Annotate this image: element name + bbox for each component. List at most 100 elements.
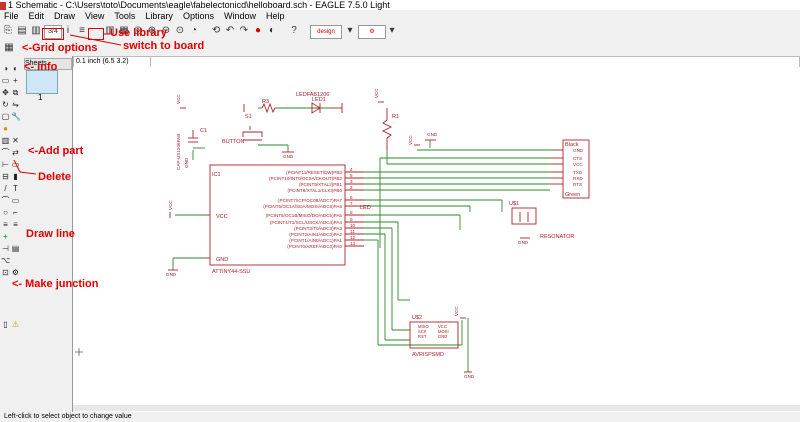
save-icon[interactable]: ▤ [17, 25, 27, 36]
options-icon[interactable]: ⚙ [11, 268, 20, 277]
chevron-down-icon[interactable]: ▾ [347, 25, 353, 36]
svg-text:12: 12 [350, 235, 356, 240]
svg-text:2: 2 [350, 185, 353, 190]
svg-text:TXD: TXD [573, 170, 583, 175]
label-icon[interactable]: ⊟ [2, 172, 9, 181]
ripup-icon[interactable]: ▭ [11, 160, 20, 169]
sheet-thumbnail[interactable] [26, 70, 58, 94]
svg-text:(PCINT10/INT0/OC0A/CKOUT)PB2: (PCINT10/INT0/OC0A/CKOUT)PB2 [269, 176, 342, 181]
add-part-icon[interactable]: ▥ [1, 136, 10, 145]
errors-icon[interactable]: ⊡ [2, 268, 9, 277]
undo-icon[interactable]: ↶ [225, 25, 235, 36]
menu-help[interactable]: Help [265, 11, 285, 21]
zoom-select-icon[interactable]: ⊙ [175, 25, 185, 36]
info-icon[interactable]: ◑ [3, 64, 8, 73]
script-icon[interactable]: i [66, 25, 70, 36]
grid-icon[interactable]: ▦ [4, 42, 14, 53]
go-icon[interactable]: ◐ [268, 25, 276, 36]
chevron-down-icon[interactable]: ▾ [389, 25, 395, 36]
gateswap-icon[interactable]: ⇄ [12, 148, 19, 157]
resonator-u1[interactable] [511, 207, 537, 225]
button-s1[interactable] [242, 131, 263, 137]
button-label: BUTTON [222, 139, 245, 145]
show-icon[interactable]: ◐ [13, 64, 18, 73]
redraw-icon[interactable]: ⟲ [211, 25, 221, 36]
open-icon[interactable]: ⎘ [4, 25, 12, 36]
display-icon[interactable]: ▭ [1, 76, 10, 85]
zoom-in-icon[interactable]: ⊕ [147, 25, 157, 36]
menu-options[interactable]: Options [182, 11, 214, 21]
resistor-r3[interactable] [261, 102, 276, 114]
origin-mark [75, 348, 83, 356]
svg-text:VCC: VCC [408, 135, 413, 145]
text-icon[interactable]: T [13, 184, 18, 193]
design-link-icon[interactable]: design [310, 25, 342, 39]
menu-library[interactable]: Library [145, 11, 173, 21]
cam-icon[interactable]: ⚙ [358, 25, 386, 39]
redo-icon[interactable]: ↷ [239, 25, 249, 36]
invoke-icon[interactable]: ⌒ [1, 148, 10, 157]
led1-symbol[interactable] [311, 102, 321, 114]
zoom-box-icon[interactable]: ◔ [190, 25, 198, 36]
menu-window[interactable]: Window [223, 11, 256, 21]
rotate-icon[interactable]: ↻ [2, 100, 9, 109]
copy-icon[interactable]: ⧉ [12, 88, 19, 97]
erc-icon[interactable]: ⊣ [2, 244, 9, 253]
svg-text:VCC: VCC [573, 162, 583, 167]
split-icon[interactable]: ⊢ [2, 160, 9, 169]
junction-icon[interactable]: + [3, 232, 8, 241]
help-icon[interactable]: ? [291, 25, 297, 36]
led-name-label: LED1 [312, 97, 326, 103]
stop-icon[interactable]: ● [254, 25, 262, 36]
attribute-icon[interactable]: ▮ [13, 172, 18, 181]
menu-edit[interactable]: Edit [28, 11, 45, 21]
resistor-r1[interactable] [381, 119, 393, 139]
avrisp-header[interactable] [409, 321, 459, 349]
sheet-number: 1 [38, 93, 43, 102]
app-icon [0, 1, 6, 10]
rect-icon[interactable]: ▭ [11, 196, 20, 205]
svg-text:(PCINT11/RESET/DW)PB3: (PCINT11/RESET/DW)PB3 [286, 170, 342, 175]
menu-view[interactable]: View [85, 11, 105, 21]
ftdi-header[interactable] [562, 139, 590, 199]
change-icon[interactable]: 🔧 [11, 112, 21, 121]
draw-line-icon[interactable]: / [4, 184, 7, 193]
ic1-pin-numbers: 4 5 3 2 6 7 8 9 10 11 12 13 [350, 167, 356, 246]
svg-text:8: 8 [350, 210, 353, 215]
ercx-icon[interactable]: ⌥ [1, 256, 11, 265]
schematic-canvas[interactable]: IC1 ATTINY44-SSU VCC GND R3 LEDFAB1206 L… [73, 60, 800, 407]
zoom-fit-icon[interactable]: ◎ [133, 25, 143, 36]
board-switch-icon[interactable]: ▦ [119, 25, 129, 36]
svg-text:GND: GND [464, 374, 475, 379]
horizontal-scrollbar[interactable] [73, 405, 800, 411]
svg-text:(PCINT6/OC1A/SDA/MOSI/ADC6)PA6: (PCINT6/OC1A/SDA/MOSI/ADC6)PA6 [263, 204, 342, 209]
annotation-draw-line: Draw line [26, 228, 75, 240]
menu-tools[interactable]: Tools [114, 11, 136, 21]
print-icon[interactable]: ▥ [31, 25, 41, 36]
delete-icon[interactable]: ✕ [12, 136, 19, 145]
zoom-out-icon[interactable]: ⊖ [161, 25, 171, 36]
svg-text:(PCINT7/ICP/OC0B/ADC7)PA7: (PCINT7/ICP/OC0B/ADC7)PA7 [278, 198, 342, 203]
mark-icon[interactable]: + [13, 76, 18, 85]
paste-icon[interactable]: ● [3, 124, 8, 133]
warning-icon[interactable]: ⚠ [11, 320, 20, 329]
svg-text:(PCINT1/AIN0/ADC1)PA1: (PCINT1/AIN0/ADC1)PA1 [289, 238, 342, 243]
menu-draw[interactable]: Draw [54, 11, 76, 21]
r3-label: R3 [262, 99, 269, 105]
arc-icon[interactable]: ⌒ [1, 196, 10, 205]
menu-file[interactable]: File [4, 11, 19, 21]
net-icon[interactable]: ≡ [13, 220, 18, 229]
polygon-icon[interactable]: ⌐ [13, 208, 18, 217]
circle-icon[interactable]: ○ [3, 208, 8, 217]
sheets-tab[interactable]: Sheets [24, 58, 72, 70]
run-ulp-icon[interactable]: ▯ [3, 320, 8, 329]
mirror-icon[interactable]: ⇋ [12, 100, 19, 109]
group-icon[interactable]: ▢ [1, 112, 10, 121]
use-library-icon[interactable]: ≡ [79, 25, 85, 36]
svg-text:7: 7 [350, 201, 353, 206]
bus-icon[interactable]: ≡ [3, 220, 8, 229]
svg-text:6: 6 [350, 195, 353, 200]
move-icon[interactable]: ✥ [2, 88, 9, 97]
library-icon[interactable]: ▥ [105, 25, 115, 36]
pinswap-icon[interactable]: ▤ [11, 244, 20, 253]
